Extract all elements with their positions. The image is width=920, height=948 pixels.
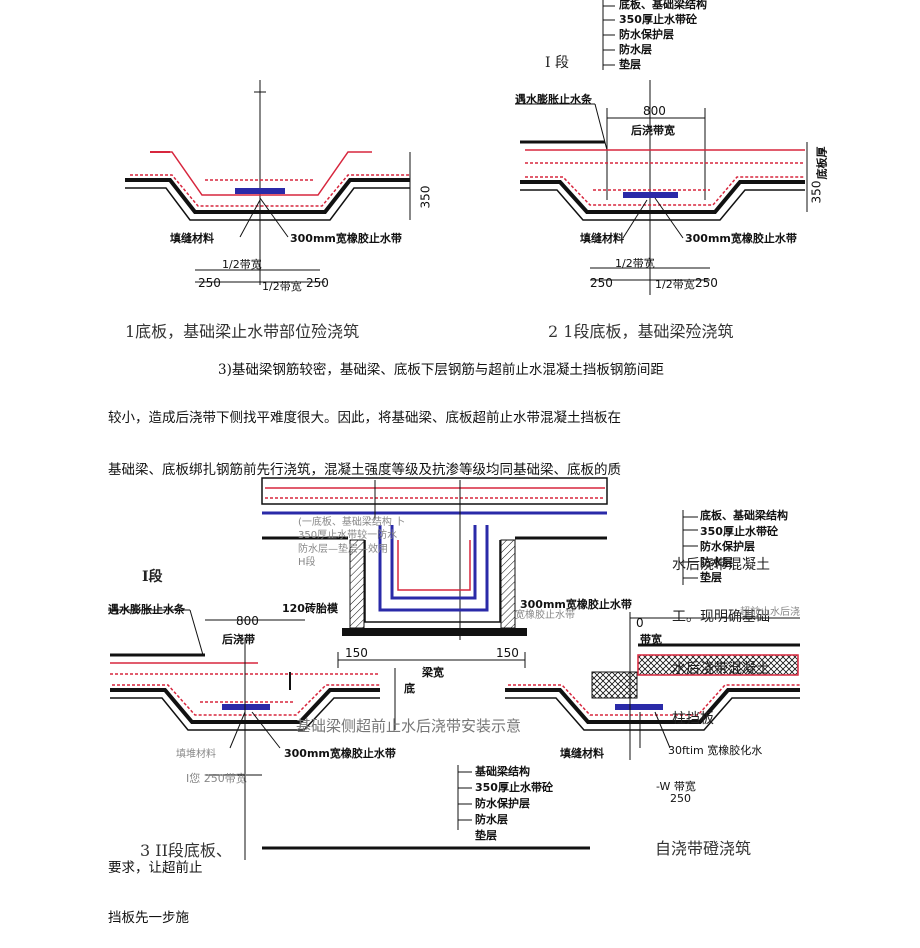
paragraph-line-2: 较小，造成后浇带下侧找平难度很大。因此，将基础梁、底板超前止水带混凝土挡板在 <box>108 410 621 426</box>
label-beam-width: 梁宽 <box>422 666 444 679</box>
legend-item: 底板、基础梁结构 <box>700 509 788 522</box>
legend-top-right: 底板、基础梁结构 350厚止水带砼 防水保护层 防水层 垫层 <box>619 0 707 72</box>
figure-top-left: 填缝材料 300mm宽橡胶止水带 1/2带宽 1/2带宽 250 250 350 <box>110 70 440 310</box>
right-text-c: 水后浇带混凝土 <box>672 661 770 677</box>
label-fill-top: 填缝材料 <box>580 232 624 245</box>
overlay-text-a: (一底板、基础梁结构 卜 <box>298 517 406 528</box>
paragraph-line-3: 基础梁、底板绑扎钢筋前先行浇筑，混凝土强度等级及抗渗等级均同基础梁、底板的质 <box>108 462 621 478</box>
overlay-text-b: 350厚止水带较一防水 <box>298 530 398 541</box>
label-fill-bottom-left: 填堆材料 <box>176 749 216 760</box>
label-fill-left: 填缝材料 <box>170 232 214 245</box>
caption-fig1: 1底板，基础梁止水带部位殓浇筑 <box>125 322 360 341</box>
dim-250a-top: 250 <box>590 276 613 290</box>
right-text-f: -W 带宽 <box>656 780 696 793</box>
legend-item: 垫层 <box>700 571 722 584</box>
tail-line-1: 要求，让超前止 <box>108 860 203 876</box>
label-band-faint: 宽橡胶止水带 <box>515 610 575 621</box>
label-band-wide: 带宽 <box>640 633 662 646</box>
figure-top-right: 底板、基础梁结构 350厚止水带砼 防水保护层 防水层 垫层 I 段 遇水膨胀止… <box>515 0 829 310</box>
legend-item: 垫层 <box>619 58 641 71</box>
dim-250-bottom: I您 250带宽 <box>186 772 247 785</box>
dim-half-left: 1/2带宽 <box>222 258 262 271</box>
legend-item: 防水层 <box>700 555 733 569</box>
dim-800-bottom: 800 <box>236 614 259 628</box>
paragraph-line-1: 3)基础梁钢筋较密，基础梁、底板下层钢筋与超前止水混凝土挡板钢筋间距 <box>218 362 664 378</box>
dim-250b-left: 250 <box>306 276 329 290</box>
legend-item: 垫层 <box>475 829 497 842</box>
label-post-top: 后浇带宽 <box>631 124 675 137</box>
label-band-top: 300mm宽橡胶止水带 <box>685 232 797 245</box>
dim-250b-top: 250 <box>695 276 718 290</box>
label-fill-bottom-right: 填缝材料 <box>560 747 604 760</box>
overlay-text-d: H段 <box>298 557 316 568</box>
center-overlay-caption: 基础梁侧超前止水后浇带安装示意 <box>296 717 522 735</box>
right-text-d: 柱挡板 <box>672 711 714 727</box>
caption-fig3-right: 自浇带磴浇筑 <box>655 839 752 858</box>
legend-item: 基础梁结构 <box>475 765 530 778</box>
tail-line-2: 挡板先一步施 <box>108 910 189 926</box>
trough-drawing-right <box>515 0 808 295</box>
legend-item: 防水层 <box>619 43 652 56</box>
legend-item: 350厚止水带砼 <box>619 13 697 26</box>
right-text-e: 30ftim 宽橡胶化水 <box>668 744 763 757</box>
legend-item: 防水保护层 <box>700 540 755 553</box>
dim-150a: 150 <box>345 646 368 660</box>
legend-item: 防水保护层 <box>475 797 530 810</box>
dim-half2-top: 1/2带宽 <box>655 278 695 291</box>
label-band-left: 300mm宽橡胶止水带 <box>290 232 402 245</box>
trough-drawing-left <box>125 80 411 285</box>
overlay-text-c: 防水层—垫层—效用 <box>298 544 388 555</box>
label-post-bottom: 后浇带 <box>222 633 255 646</box>
label-band-bottom-left: 300mm宽橡胶止水带 <box>284 747 396 760</box>
legend-item: 350厚止水带砼 <box>475 781 553 794</box>
dim-250a-left: 250 <box>198 276 221 290</box>
right-text-g: 250 <box>670 792 691 805</box>
caption-fig3-left: 3 II段底板、 <box>140 841 232 860</box>
dim-800-top: 800 <box>643 104 666 118</box>
dim-150b: 150 <box>496 646 519 660</box>
label-thick-bottom: 底 <box>404 682 415 695</box>
legend-item: 防水保护层 <box>619 28 674 41</box>
legend-bottom-center: 基础梁结构 350厚止水带砼 防水保护层 防水层 垫层 <box>475 764 553 844</box>
dim-half2-left: 1/2带宽 <box>262 280 302 293</box>
dim-half-top: 1/2带宽 <box>615 257 655 270</box>
legend-item: 底板、基础梁结构 <box>619 0 707 11</box>
legend-item: 防水层 <box>475 813 508 826</box>
dim-0: 0 <box>636 616 644 630</box>
label-swell-bottom: 遇水膨胀止水条 <box>108 603 185 616</box>
section-label-top: I 段 <box>545 55 569 71</box>
right-text-a: 水后浇带混凝土 <box>672 557 770 573</box>
right-text-b: 工。现明确基础 <box>672 609 770 625</box>
label-brick-mold: 120砖胎模 <box>282 602 338 615</box>
legend-bottom-right: 底板、基础梁结构 350厚止水带砼 防水保护层 防水层 垫层 <box>700 508 788 586</box>
label-swell-top: 遇水膨胀止水条 <box>515 93 592 106</box>
label-band-center: 300mm宽橡胶止水带 <box>520 598 632 611</box>
caption-fig2: 2 1段底板，基础梁殓浇筑 <box>548 322 734 341</box>
section-label-bottom: I段 <box>142 569 163 585</box>
right-text-b-faint: ，超前止水后浇 <box>730 607 800 618</box>
legend-item: 350厚止水带砼 <box>700 524 778 538</box>
